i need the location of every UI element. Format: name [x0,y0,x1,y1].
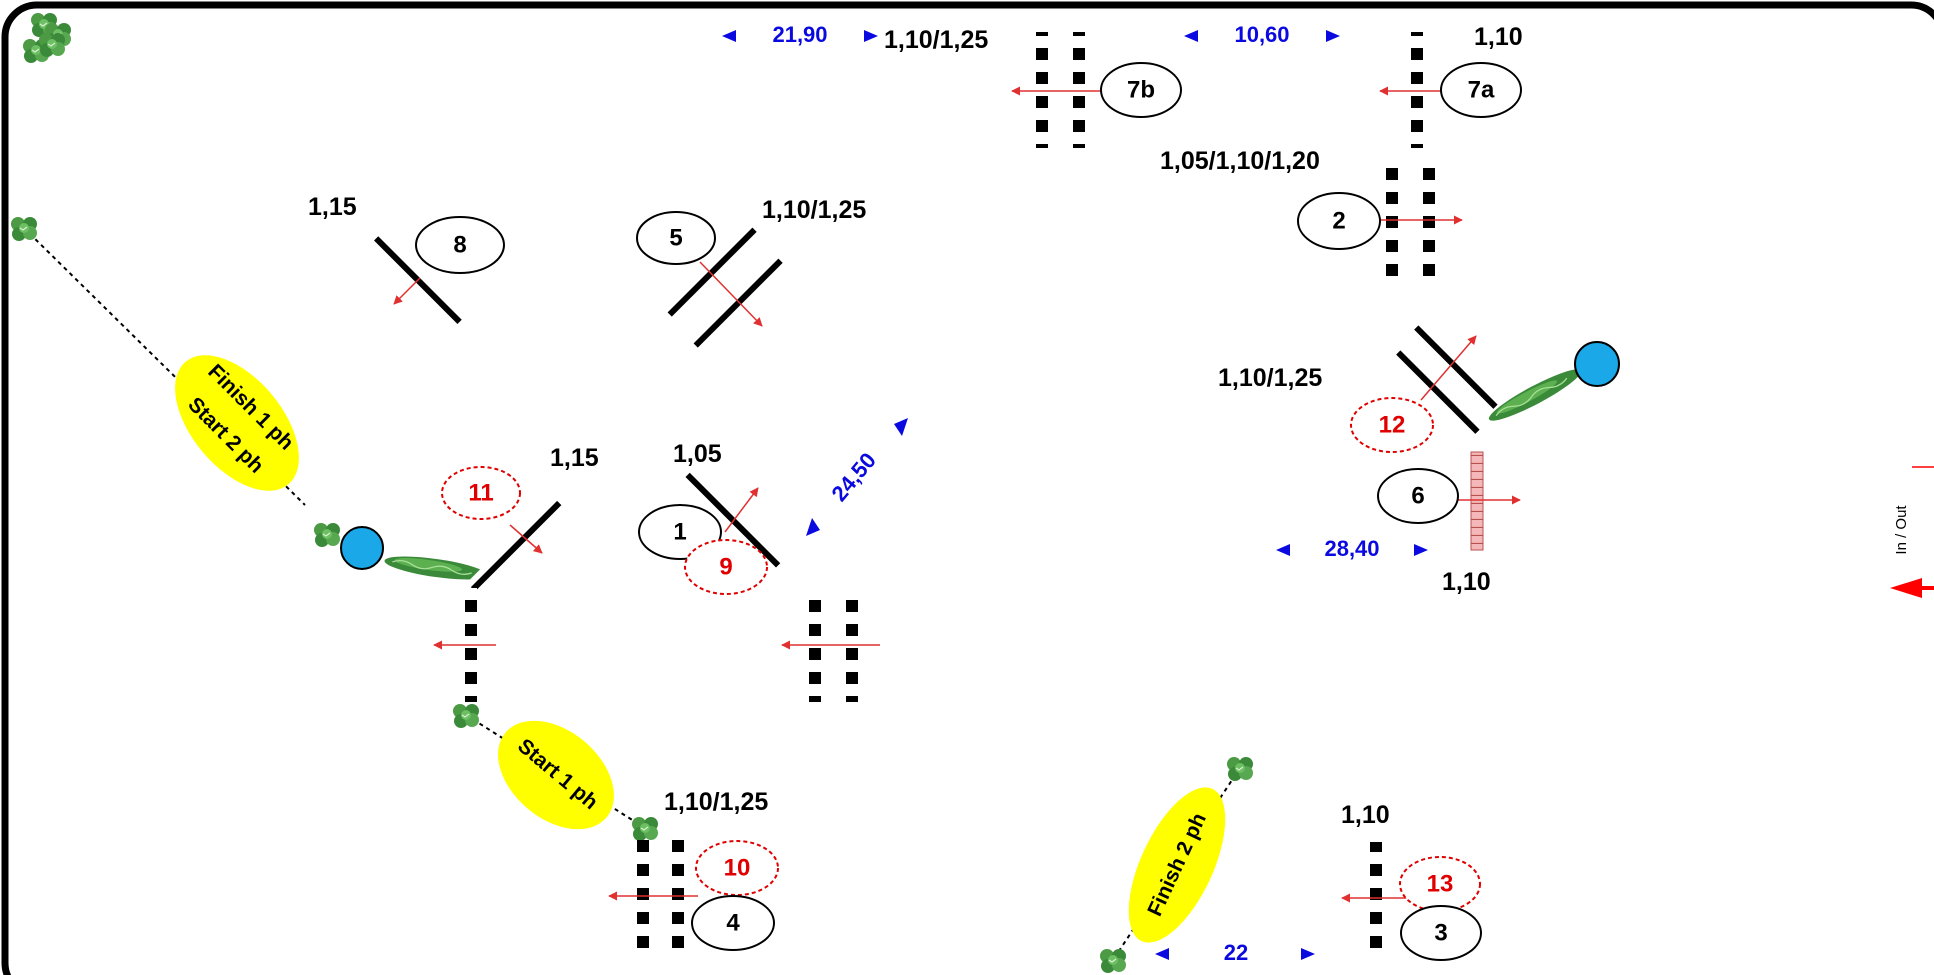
water-circle [1574,341,1620,387]
height-2: 1,05/1,10/1,20 [1160,147,1320,175]
distance-d4-label: 28,40 [1324,536,1379,561]
shrub-icon [1226,756,1254,782]
distance-d3-label: 24,50 [826,448,881,506]
height-1: 1,05 [673,440,722,468]
water-ditch-right [1484,341,1620,429]
finish2-ellipse [1128,787,1226,943]
shrub-icon [452,703,480,729]
obstacle-8: 8 1,15 [308,193,505,324]
shrub-icon [10,216,38,242]
water-ditch-left [340,526,490,585]
obstacle-3: 13 3 1,10 [1341,801,1482,961]
obstacle-oxer-middle [781,588,880,702]
shrub-icon [631,816,659,842]
number-10: 10 [724,854,751,881]
height-8: 1,15 [308,193,357,221]
obstacle-7a: 7a 1,10 [1379,23,1523,148]
number-1: 1 [673,518,686,545]
number-12: 12 [1379,411,1406,438]
distance-d2: 10,60 [1184,22,1340,47]
obstacle-11: 11 1,15 [441,444,599,592]
shrub-icon [313,522,341,548]
in-out-label: In / Out [1893,505,1910,555]
hedge-icon [1484,361,1586,429]
number-8: 8 [453,231,466,258]
obstacle-7b: 7b 1,10/1,25 [884,26,1182,148]
height-7b: 1,10/1,25 [884,26,988,54]
shrub-icon [1099,948,1127,974]
height-4: 1,10/1,25 [664,788,768,816]
height-7a: 1,10 [1474,23,1523,51]
number-2: 2 [1332,207,1345,234]
number-4: 4 [726,909,740,936]
obstacle-12: 12 1,10/1,25 [1218,321,1502,453]
distance-d2-label: 10,60 [1234,22,1289,47]
height-5: 1,10/1,25 [762,196,866,224]
obstacle-1: 1 9 1,05 [638,440,785,595]
number-9: 9 [719,553,732,580]
number-3: 3 [1434,919,1447,946]
distance-d1-label: 21,90 [772,22,827,47]
number-5: 5 [669,224,682,251]
shrub-icon [22,12,72,64]
height-12: 1,10/1,25 [1218,364,1322,392]
in-out-marker: In / Out [1890,466,1934,598]
phase-line-finish2: Finish 2 ph [1099,756,1254,974]
distance-d5: 22 [1155,940,1315,965]
number-6: 6 [1411,482,1424,509]
height-6: 1,10 [1442,568,1491,596]
height-11: 1,15 [550,444,599,472]
obstacle-6: 6 1,10 [1377,451,1521,596]
number-7b: 7b [1127,76,1155,103]
finish1-start2-ellipse [175,355,299,491]
obstacle-vertical-left [433,588,496,702]
distance-d4: 28,40 [1276,536,1428,561]
number-13: 13 [1427,870,1454,897]
number-11: 11 [468,479,493,506]
distance-d1: 21,90 [722,22,878,47]
distance-d5-label: 22 [1224,940,1248,965]
obstacle-2: 2 1,05/1,10/1,20 [1160,147,1463,277]
phase-line-finish1: Finish 1 ph Start 2 ph [10,216,341,548]
water-circle [340,526,384,570]
start1-ellipse [498,720,614,830]
obstacle-4: 10 4 1,10/1,25 [608,788,779,954]
phase-line-start1: Start 1 ph [452,703,659,842]
height-3: 1,10 [1341,801,1390,829]
number-7a: 7a [1468,76,1495,103]
obstacle-5: 5 1,10/1,25 [636,196,866,348]
distance-d3: 24,50 [806,418,908,536]
wall [1470,451,1484,551]
